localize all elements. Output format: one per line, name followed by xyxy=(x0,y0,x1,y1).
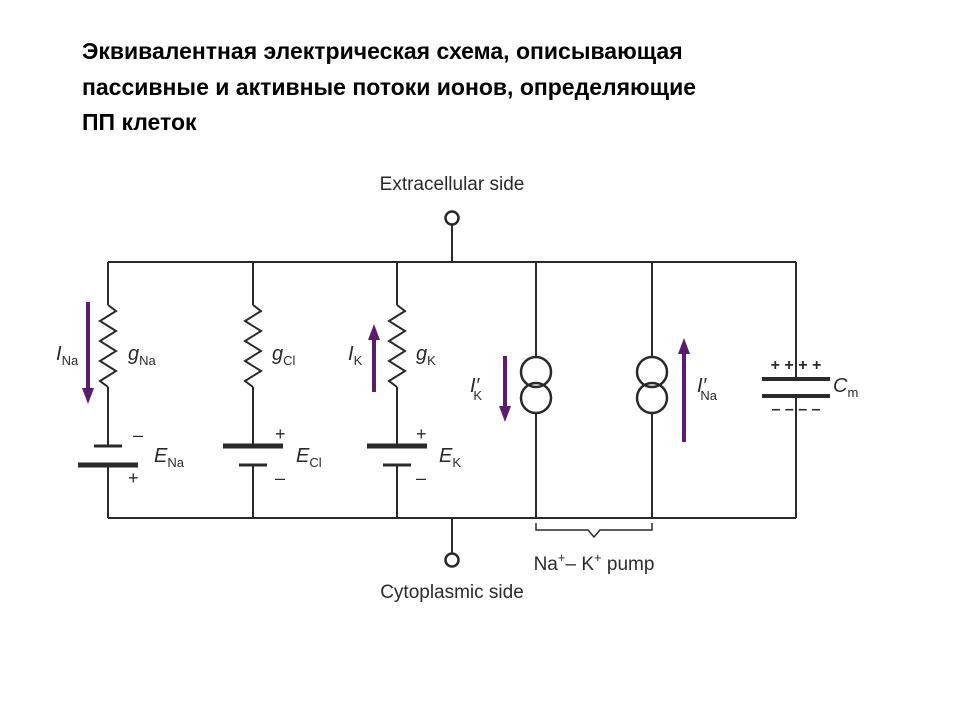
na-emf-symbol: ENa xyxy=(154,445,185,470)
cap-plus-signs: + + + + xyxy=(771,357,822,374)
cap-minus-signs: – – – – xyxy=(772,401,821,418)
cl-top-sign: + xyxy=(275,424,286,444)
page-title: Эквивалентная электрическая схема, описы… xyxy=(82,34,882,141)
pump-k-current-symbol: I′K xyxy=(470,375,482,403)
cap-symbol: Cm xyxy=(833,375,858,400)
branch-k: + – IK gK EK xyxy=(348,262,461,518)
pump-na-source-upper-circle xyxy=(635,355,669,389)
title-line-1: Эквивалентная электрическая схема, описы… xyxy=(82,38,683,64)
na-current-symbol: INa xyxy=(56,343,79,368)
pump-na-current-symbol: I′Na xyxy=(697,375,718,403)
branch-cl: + – gCl ECl xyxy=(223,262,322,518)
title-line-3: ПП клеток xyxy=(82,109,197,135)
na-bottom-sign: + xyxy=(128,468,139,488)
na-resistor xyxy=(98,304,118,388)
k-current-arrowhead xyxy=(368,324,380,340)
k-conductance-symbol: gK xyxy=(416,343,436,368)
na-current-arrowhead xyxy=(82,388,94,404)
cytoplasmic-label: Cytoplasmic side xyxy=(380,582,524,603)
pump-na-current-arrowhead xyxy=(678,338,690,354)
cl-emf-symbol: ECl xyxy=(296,445,322,470)
k-resistor xyxy=(387,304,407,388)
k-bottom-sign: – xyxy=(416,468,426,488)
k-current-symbol: IK xyxy=(348,343,363,368)
branch-na: – + INa gNa ENa xyxy=(56,262,185,518)
na-top-sign: – xyxy=(133,425,143,445)
na-conductance-symbol: gNa xyxy=(128,343,157,368)
k-emf-symbol: EK xyxy=(439,445,461,470)
cytoplasmic-terminal xyxy=(444,552,460,568)
cl-resistor xyxy=(243,304,263,388)
cl-conductance-symbol: gCl xyxy=(272,343,296,368)
extracellular-terminal xyxy=(444,210,460,226)
pump-label: Na+– K+ pump xyxy=(534,550,655,575)
k-top-sign: + xyxy=(416,424,427,444)
extracellular-label: Extracellular side xyxy=(380,174,525,195)
branch-capacitor: + + + + – – – – Cm xyxy=(762,262,858,518)
cl-bottom-sign: – xyxy=(275,468,285,488)
branch-pump-k: I′K xyxy=(470,262,553,518)
pump-bracket xyxy=(535,523,653,539)
pump-k-current-arrowhead xyxy=(499,406,511,422)
pump-k-source-upper-circle xyxy=(519,355,553,389)
branch-pump-na: I′Na xyxy=(635,262,718,518)
title-line-2: пассивные и активные потоки ионов, опред… xyxy=(82,73,697,100)
